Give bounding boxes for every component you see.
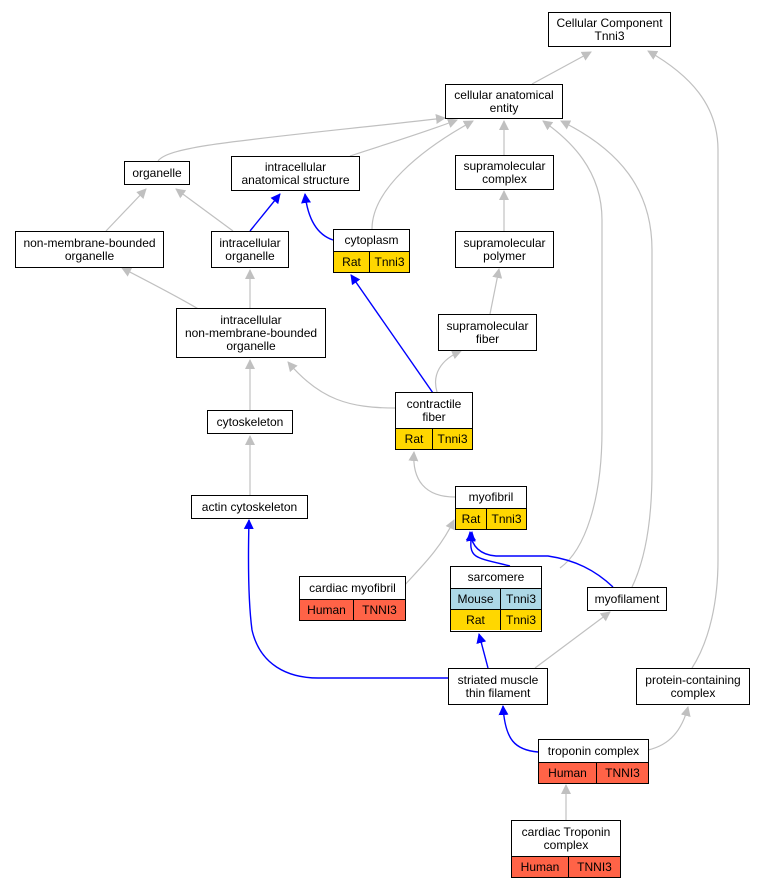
node-label: cytoplasm	[344, 233, 399, 247]
annotation-row: Human TNNI3	[539, 762, 648, 783]
gene-cell: Tnni3	[500, 610, 541, 630]
node-label: supramolecular fiber	[446, 318, 529, 346]
edge-intracellular-organelle-to-intracellular-structure	[249, 193, 281, 232]
node-actin-cytoskeleton[interactable]: actin cytoskeleton	[191, 495, 308, 519]
gene-cell: Tnni3	[369, 252, 409, 272]
node-myofibril[interactable]: myofibril Rat Tnni3	[455, 486, 527, 530]
edge-cytoplasm-to-intracellular-structure	[301, 193, 334, 241]
edge-thin-filament-to-sarcomere	[476, 633, 489, 669]
node-myofilament[interactable]: myofilament	[587, 587, 667, 611]
gene-cell: TNNI3	[596, 763, 648, 783]
species-cell: Human	[512, 857, 568, 877]
edge-cardiac-myofibril-to-myofibril	[402, 519, 455, 588]
species-cell: Human	[539, 763, 596, 783]
edge-contractile-fiber-to-cytoplasm	[350, 274, 434, 394]
species-cell: Rat	[334, 252, 369, 272]
node-intracellular-organelle[interactable]: intracellular organelle	[211, 231, 289, 268]
gene-cell: Tnni3	[500, 589, 541, 609]
edge-thin-filament-to-actin-cytoskeleton	[243, 519, 448, 679]
edge-organelle-to-cellular-anatomical-entity	[157, 114, 446, 162]
edge-sarcomere-to-cellular-anatomical-entity	[542, 120, 603, 569]
edge-intracellular-nmbo-to-non-membrane-organelle	[121, 267, 201, 311]
node-supramolecular-complex[interactable]: supramolecular complex	[455, 155, 554, 190]
node-troponin-complex[interactable]: troponin complex Human TNNI3	[538, 739, 649, 784]
edge-contractile-fiber-to-supramolecular-fiber	[435, 349, 462, 393]
node-intracellular-non-membrane-bounded-organelle[interactable]: intracellular non-membrane-bounded organ…	[176, 308, 326, 358]
node-label: cytoskeleton	[216, 414, 284, 429]
node-label: protein-containing complex	[645, 672, 741, 700]
edge-cytoplasm-to-cellular-anatomical-entity	[371, 120, 474, 230]
edge-cellular-anatomical-entity-to-cellular-component	[531, 51, 592, 85]
node-label: troponin complex	[547, 743, 640, 758]
node-supramolecular-fiber[interactable]: supramolecular fiber	[438, 314, 537, 351]
node-label: Cellular Component Tnni3	[556, 15, 663, 43]
species-cell: Mouse	[451, 589, 500, 609]
node-label: sarcomere	[467, 570, 525, 584]
node-cellular-component[interactable]: Cellular Component Tnni3	[548, 12, 671, 47]
node-cardiac-troponin-complex[interactable]: cardiac Troponin complex Human TNNI3	[511, 820, 621, 878]
edge-myofilament-to-myofibril	[466, 531, 614, 588]
node-label: supramolecular polymer	[463, 235, 546, 263]
node-label: contractile fiber	[406, 396, 462, 424]
edge-supramolecular-fiber-to-polymer	[489, 268, 503, 315]
annotation-row: Rat Tnni3	[334, 251, 409, 272]
edge-non-membrane-organelle-to-organelle	[105, 188, 147, 232]
node-intracellular-anatomical-structure[interactable]: intracellular anatomical structure	[231, 156, 360, 191]
edge-protein-containing-complex-to-cellular-component	[647, 50, 719, 669]
node-label: supramolecular complex	[463, 158, 546, 186]
annotation-row: Rat Tnni3	[451, 609, 541, 630]
gene-cell: TNNI3	[353, 600, 405, 620]
node-organelle[interactable]: organelle	[124, 161, 190, 185]
gene-cell: Tnni3	[432, 429, 472, 449]
node-sarcomere[interactable]: sarcomere Mouse Tnni3 Rat Tnni3	[450, 566, 542, 632]
node-supramolecular-polymer[interactable]: supramolecular polymer	[455, 231, 554, 268]
node-protein-containing-complex[interactable]: protein-containing complex	[636, 668, 750, 705]
node-label: striated muscle thin filament	[457, 672, 539, 700]
species-cell: Human	[300, 600, 353, 620]
annotation-row: Rat Tnni3	[396, 428, 472, 449]
node-label: cardiac Troponin complex	[521, 824, 611, 852]
node-label: intracellular non-membrane-bounded organ…	[184, 312, 318, 353]
node-label: myofibril	[468, 490, 514, 504]
edge-intracellular-structure-to-cellular-anatomical-entity	[349, 118, 458, 157]
edge-intracellular-organelle-to-organelle	[175, 188, 234, 232]
edge-myofibril-to-contractile-fiber	[408, 451, 456, 498]
species-cell: Rat	[456, 509, 486, 529]
node-label: intracellular organelle	[219, 235, 281, 263]
node-cellular-anatomical-entity[interactable]: cellular anatomical entity	[445, 84, 563, 119]
node-label: intracellular anatomical structure	[241, 159, 350, 187]
edge-thin-filament-to-myofilament	[534, 611, 611, 669]
node-label: cardiac myofibril	[309, 580, 396, 595]
gene-cell: Tnni3	[486, 509, 526, 529]
edge-contractile-fiber-to-intracellular-nmbo	[287, 361, 396, 409]
node-cardiac-myofibril[interactable]: cardiac myofibril Human TNNI3	[299, 576, 406, 621]
edge-troponin-to-thin-filament	[498, 705, 539, 753]
node-cytoplasm[interactable]: cytoplasm Rat Tnni3	[333, 229, 410, 273]
node-striated-muscle-thin-filament[interactable]: striated muscle thin filament	[448, 668, 548, 705]
edge-myofilament-to-cellular-anatomical-entity	[560, 120, 653, 588]
annotation-row: Human TNNI3	[300, 599, 405, 620]
node-label: organelle	[132, 165, 182, 180]
node-non-membrane-bounded-organelle[interactable]: non-membrane-bounded organelle	[15, 231, 164, 268]
edge-troponin-to-protein-complex	[647, 706, 691, 751]
edge-layer	[105, 50, 719, 820]
gene-cell: TNNI3	[568, 857, 620, 877]
edge-sarcomere-to-myofibril	[465, 531, 511, 567]
node-cytoskeleton[interactable]: cytoskeleton	[207, 410, 293, 434]
node-label: actin cytoskeleton	[201, 499, 298, 514]
node-label: myofilament	[594, 591, 660, 606]
node-label: non-membrane-bounded organelle	[23, 235, 156, 263]
node-label: cellular anatomical entity	[454, 87, 554, 115]
annotation-row: Human TNNI3	[512, 856, 620, 877]
annotation-row: Mouse Tnni3	[451, 588, 541, 609]
annotation-row: Rat Tnni3	[456, 508, 526, 529]
node-contractile-fiber[interactable]: contractile fiber Rat Tnni3	[395, 392, 473, 450]
species-cell: Rat	[396, 429, 432, 449]
species-cell: Rat	[451, 610, 500, 630]
